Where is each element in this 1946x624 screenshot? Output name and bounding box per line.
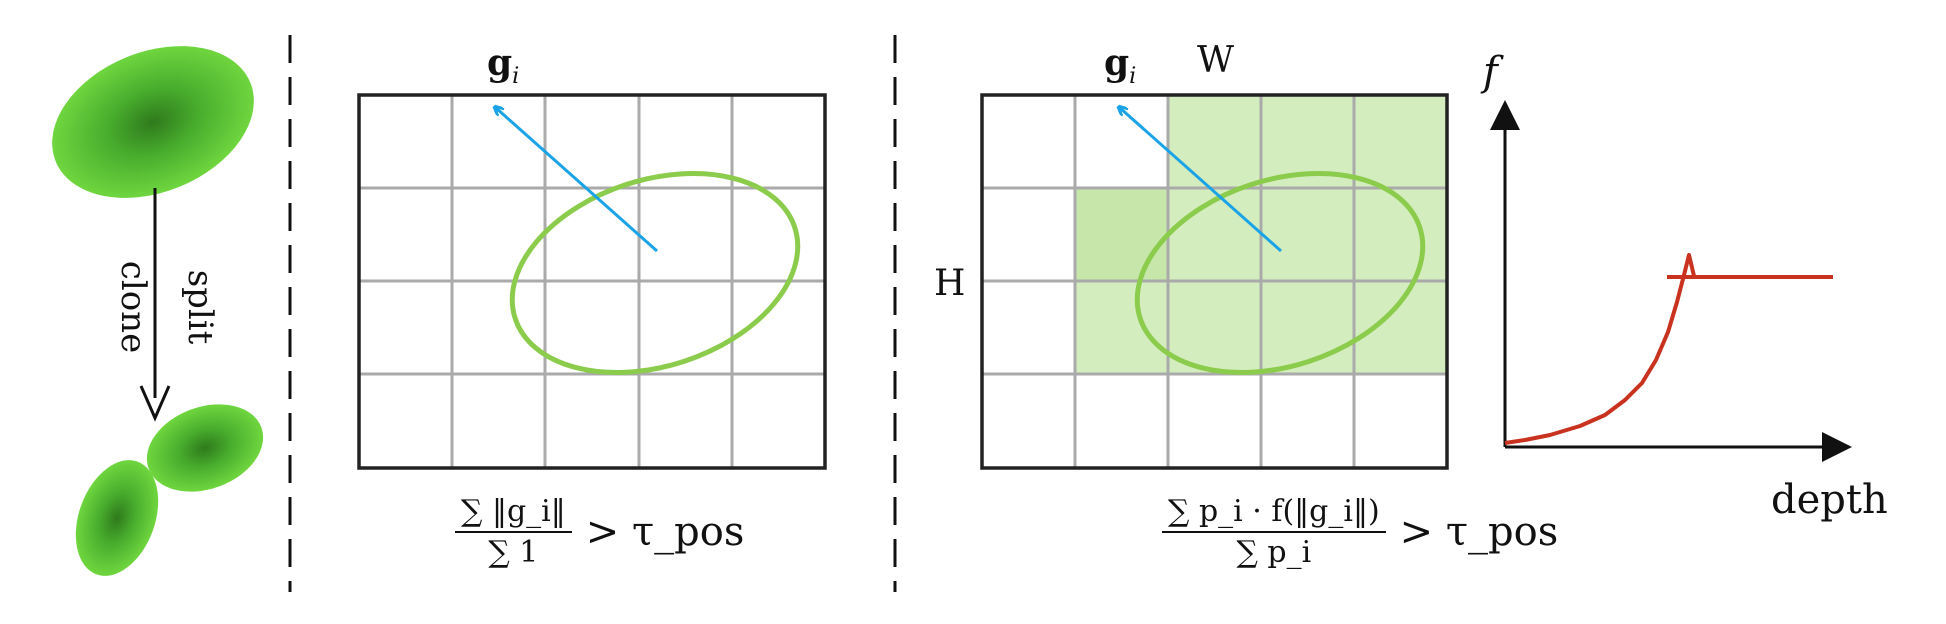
right-formula: ∑ p_i · f(‖g_i‖) ∑ p_i > τ_pos <box>1162 494 1558 570</box>
middle-formula-denominator: ∑ 1 <box>488 535 539 570</box>
weight-plot <box>1490 100 1852 462</box>
right-formula-denominator: ∑ p_i <box>1236 535 1312 570</box>
middle-grid-frame <box>357 93 827 470</box>
x-axis-arrowhead <box>1822 432 1852 462</box>
middle-formula-numerator: ∑ ‖g_i‖ <box>455 494 572 533</box>
split-label: split <box>180 269 220 345</box>
right-formula-relation: > τ_pos <box>1399 509 1559 555</box>
x-axis-label: depth <box>1771 477 1888 523</box>
middle-formula-relation: > τ_pos <box>585 509 745 555</box>
right-gradient-arrow <box>1120 108 1282 253</box>
child-gaussian-lower <box>75 460 159 576</box>
parent-gaussian <box>52 46 254 198</box>
height-label: H <box>934 263 966 304</box>
middle-gradient-arrow <box>496 108 658 253</box>
clone-split-arrow-head <box>139 385 171 422</box>
middle-gradient-label: gi <box>487 42 520 89</box>
clone-label: clone <box>113 260 153 354</box>
y-axis-arrowhead <box>1490 100 1520 130</box>
right-grid-frame <box>980 93 1449 470</box>
right-gradient-label: gi <box>1104 42 1137 89</box>
right-gaussian-ellipse <box>1134 171 1426 375</box>
left-panel <box>52 46 264 576</box>
weight-curve <box>1504 253 1696 445</box>
y-axis-label: f <box>1483 49 1498 95</box>
right-panel-grid <box>982 95 1447 468</box>
middle-formula: ∑ ‖g_i‖ ∑ 1 > τ_pos <box>455 494 744 570</box>
middle-gaussian-ellipse <box>509 171 801 375</box>
middle-panel-grid <box>359 95 825 468</box>
right-formula-numerator: ∑ p_i · f(‖g_i‖) <box>1162 494 1386 533</box>
width-label: W <box>1197 40 1235 81</box>
child-gaussian-upper <box>146 404 264 492</box>
